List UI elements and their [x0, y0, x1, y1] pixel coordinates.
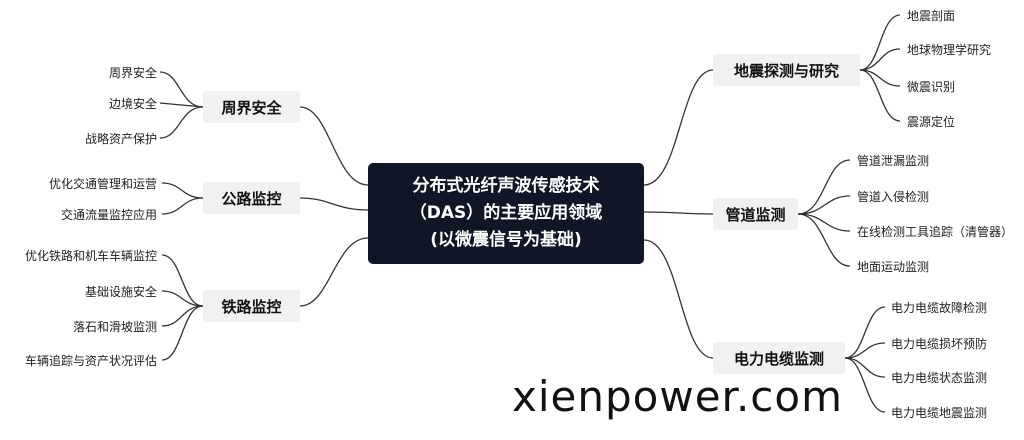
leaf-power-3: 电力电缆状态监测 [891, 371, 988, 385]
leaf-seismic-4: 震源定位 [907, 115, 956, 129]
leaf-pipeline-4: 地面运动监测 [857, 260, 930, 274]
leaf-railway-3: 落石和滑坡监测 [72, 320, 157, 334]
central-topic-line-3: (以微震信号为基础) [430, 230, 582, 250]
branch-power-cable-monitoring: 电力电缆监测 [713, 342, 845, 374]
leaf-seismic-2: 地球物理学研究 [907, 43, 992, 57]
leaf-seismic-3: 微震识别 [907, 80, 956, 94]
link-center-railway [299, 237, 369, 307]
leaf-perimeter-1: 周界安全 [108, 66, 157, 80]
leaf-perimeter-2: 边境安全 [108, 97, 157, 111]
leaf-seismic-1: 地震剖面 [907, 9, 956, 23]
leaf-pipeline-2: 管道入侵检测 [857, 190, 930, 204]
link-center-perimeter [299, 106, 369, 186]
leaf-perimeter-3: 战略资产保护 [84, 132, 157, 146]
link-center-pipeline [643, 211, 714, 215]
leaf-power-4: 电力电缆地震监测 [891, 406, 988, 420]
link-center-power [643, 239, 714, 359]
link-center-seismic [643, 69, 714, 186]
leaf-power-1: 电力电缆故障检测 [891, 301, 988, 315]
branch-pipeline-monitoring: 管道监测 [713, 198, 798, 230]
central-topic-line-1: 分布式光纤声波传感技术 [412, 176, 600, 196]
leaf-pipeline-3: 在线检测工具追踪（清管器） [857, 225, 1014, 239]
leaf-highway-2: 交通流量监控应用 [60, 208, 157, 222]
watermark-text: xienpower.com [512, 372, 843, 421]
branch-highway-monitoring: 公路监控 [203, 182, 300, 214]
leaf-highway-1: 优化交通管理和运营 [48, 177, 157, 191]
branch-railway-monitoring: 铁路监控 [203, 290, 300, 322]
branch-seismic-research: 地震探测与研究 [713, 54, 860, 86]
branch-perimeter-security: 周界安全 [203, 91, 300, 123]
leaf-railway-2: 基础设施安全 [84, 285, 157, 299]
leaf-railway-1: 优化铁路和机车车辆监控 [24, 249, 157, 263]
central-topic: 分布式光纤声波传感技术 （DAS）的主要应用领域 (以微震信号为基础) [368, 163, 644, 264]
leaf-pipeline-1: 管道泄漏监测 [857, 154, 930, 168]
leaf-power-2: 电力电缆损坏预防 [891, 337, 988, 351]
leaf-railway-4: 车辆追踪与资产状况评估 [24, 354, 157, 368]
central-topic-line-2: （DAS）的主要应用领域 [409, 203, 603, 223]
link-center-highway [299, 197, 369, 211]
